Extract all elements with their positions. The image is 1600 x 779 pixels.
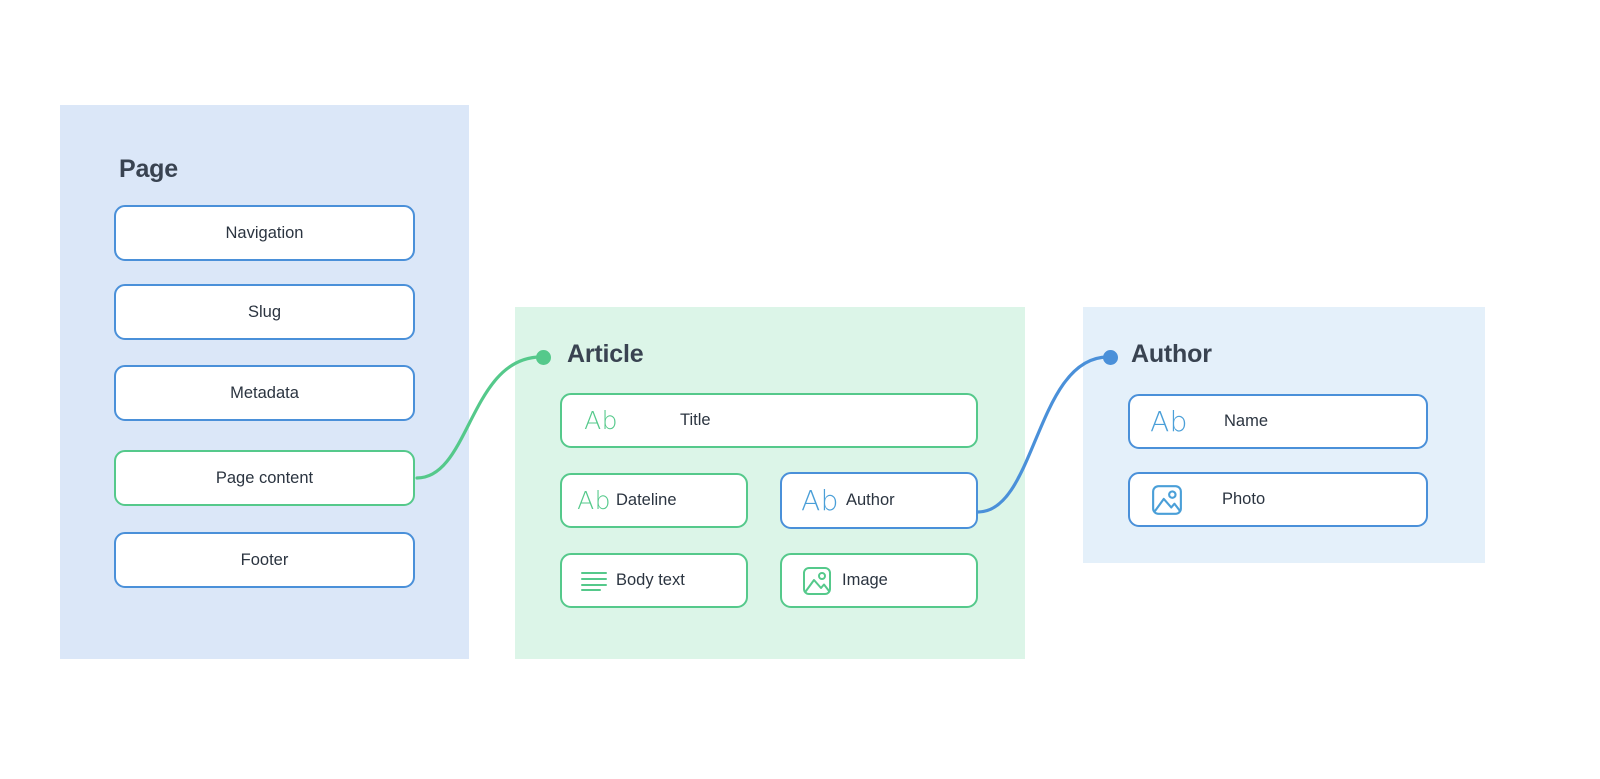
field-page-content[interactable]: Page content [114,450,415,506]
panel-author-title: Author [1131,340,1212,368]
ab-icon-text: Ab [1150,404,1188,438]
field-footer-label: Footer [240,550,289,569]
field-author-reference[interactable]: Ab Author [780,472,978,529]
field-image-label: Image [842,571,888,590]
field-name[interactable]: Ab Name [1128,394,1428,449]
ab-icon: Ab [794,483,846,517]
panel-article-title: Article [567,340,644,368]
panel-page-title: Page [119,155,178,183]
ab-icon: Ab [572,488,616,513]
ab-icon-text: Ab [577,486,611,515]
field-photo-label: Photo [1222,490,1266,509]
image-icon [792,566,842,596]
ab-icon-text: Ab [801,483,839,517]
field-body-text[interactable]: Body text [560,553,748,608]
field-title-label: Title [680,411,711,430]
field-page-content-label: Page content [215,468,314,487]
ab-icon: Ab [1138,404,1200,438]
panel-article[interactable]: Article Ab Title Ab Dateline Ab Author [515,307,1025,659]
field-dateline[interactable]: Ab Dateline [560,473,748,528]
field-title[interactable]: Ab Title [560,393,978,448]
connector-dot-article [536,350,551,365]
image-icon [1136,484,1198,516]
field-footer[interactable]: Footer [114,532,415,588]
field-dateline-label: Dateline [616,491,677,510]
field-slug-label: Slug [247,302,282,321]
lines-icon [572,569,616,593]
panel-page[interactable]: Page Navigation Slug Metadata Page conte… [60,105,469,659]
field-author-reference-label: Author [846,491,895,510]
field-body-text-label: Body text [616,571,685,590]
field-navigation[interactable]: Navigation [114,205,415,261]
field-slug[interactable]: Slug [114,284,415,340]
field-image[interactable]: Image [780,553,978,608]
ab-icon: Ab [570,408,632,433]
field-photo[interactable]: Photo [1128,472,1428,527]
panel-author[interactable]: Author Ab Name Photo [1083,307,1485,563]
field-name-label: Name [1224,412,1269,431]
field-metadata[interactable]: Metadata [114,365,415,421]
field-navigation-label: Navigation [225,223,304,242]
field-metadata-label: Metadata [230,383,299,402]
ab-icon-text: Ab [584,406,618,435]
connector-dot-author [1103,350,1118,365]
